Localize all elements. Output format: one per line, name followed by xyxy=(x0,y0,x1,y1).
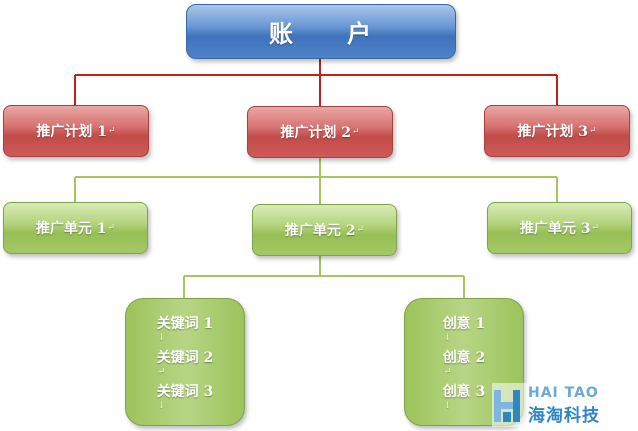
paragraph-mark: ↵ xyxy=(108,126,116,136)
account-label-part2: 户 xyxy=(347,19,373,48)
creative-item: 创意 3↓ xyxy=(442,384,486,411)
unit-label: 推广单元 2 xyxy=(284,223,356,239)
plan-node-1: 推广计划 1↵ xyxy=(3,105,149,157)
account-node: 账 户 xyxy=(186,4,456,59)
unit-label: 推广单元 1 xyxy=(35,221,107,237)
unit-label: 推广单元 3 xyxy=(519,221,591,237)
unit-node-1: 推广单元 1↵ xyxy=(3,202,148,254)
plan-label: 推广计划 3 xyxy=(517,124,589,140)
paragraph-mark: ↵ xyxy=(356,225,365,235)
paragraph-mark: ↵ xyxy=(589,126,597,136)
paragraph-mark: ↓ xyxy=(443,401,452,411)
paragraph-mark: ↓ xyxy=(443,333,452,343)
paragraph-mark: ↵ xyxy=(591,223,600,233)
keywords-node: 关键词 1↓ 关键词 2↵ 关键词 3↓ xyxy=(125,298,245,426)
keyword-item: 关键词 2↵ xyxy=(156,350,214,377)
watermark-bottom-text: 海淘科技 xyxy=(528,405,600,426)
plan-node-3: 推广计划 3↵ xyxy=(484,105,630,157)
creative-item: 创意 2↵ xyxy=(442,350,486,377)
account-label-part1: 账 xyxy=(269,19,295,48)
plan-node-2: 推广计划 2↵ xyxy=(247,106,393,158)
paragraph-mark: ↓ xyxy=(157,401,166,411)
paragraph-mark: ↵ xyxy=(443,367,452,377)
paragraph-mark: ↵ xyxy=(352,127,360,137)
creative-item: 创意 1↓ xyxy=(442,316,486,343)
haitao-logo-icon xyxy=(494,390,520,422)
plan-label: 推广计划 1 xyxy=(36,124,108,140)
unit-node-3: 推广单元 3↵ xyxy=(487,202,632,254)
plan-label: 推广计划 2 xyxy=(280,125,352,141)
paragraph-mark: ↵ xyxy=(107,223,116,233)
watermark-logo: HAI TAO 海淘科技 xyxy=(492,383,632,427)
watermark-top-text: HAI TAO xyxy=(528,384,599,401)
keyword-item: 关键词 3↓ xyxy=(156,384,214,411)
keyword-item: 关键词 1↓ xyxy=(156,316,214,343)
unit-node-2: 推广单元 2↵ xyxy=(252,204,397,256)
paragraph-mark: ↵ xyxy=(157,367,166,377)
paragraph-mark: ↓ xyxy=(157,333,166,343)
